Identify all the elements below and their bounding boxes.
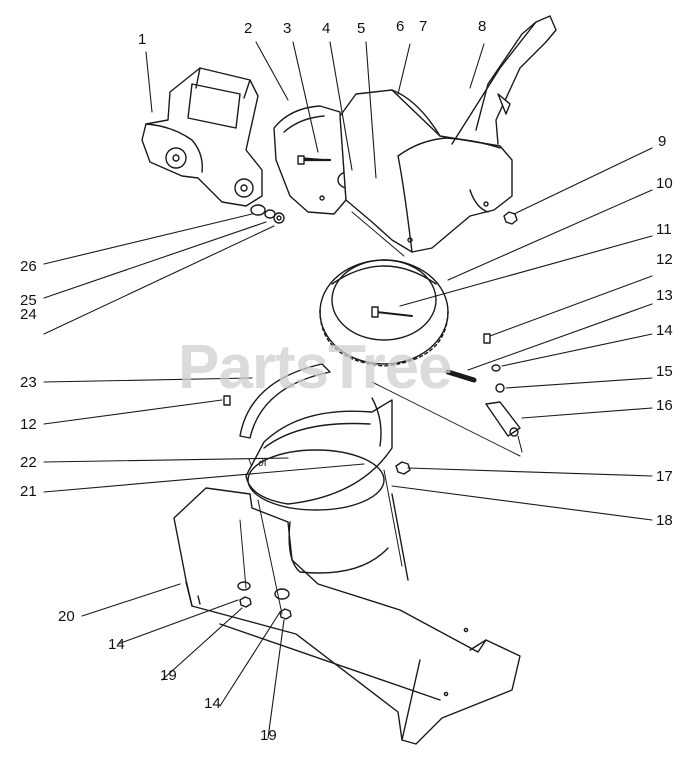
assembly-lines — [239, 211, 523, 615]
watermark-logo: PartsTree — [178, 333, 453, 402]
callout-20: 20 — [58, 608, 75, 625]
callout-12-upper: 12 — [656, 251, 673, 268]
callout-7: 7 — [419, 18, 428, 35]
hardware-24-26 — [250, 204, 285, 224]
callout-2: 2 — [244, 20, 253, 37]
callout-16: 16 — [656, 397, 673, 414]
housing-part — [173, 487, 521, 745]
callout-23: 23 — [20, 374, 37, 391]
nut-17 — [395, 461, 411, 475]
hardware-14-19-lower — [237, 581, 292, 620]
bolt-11 — [371, 306, 413, 318]
callout-24: 24 — [20, 306, 37, 323]
callout-8: 8 — [478, 18, 487, 35]
nut-9 — [503, 211, 518, 225]
upper-chute-part — [339, 15, 557, 253]
chute-base-ring-part — [245, 397, 393, 511]
callout-21: 21 — [20, 483, 37, 500]
callout-19-left: 19 — [160, 667, 177, 684]
callout-13: 13 — [656, 287, 673, 304]
callout-14-lower-left: 14 — [108, 636, 125, 653]
callout-14-right: 14 — [656, 322, 673, 339]
chute-deflector-part — [141, 67, 263, 207]
callout-17: 17 — [656, 468, 673, 485]
callout-12-left: 12 — [20, 416, 37, 433]
callout-14-lower-mid: 14 — [204, 695, 221, 712]
callout-9: 9 — [658, 133, 667, 150]
callout-18: 18 — [656, 512, 673, 529]
callout-4: 4 — [322, 20, 331, 37]
callout-1: 1 — [138, 31, 147, 48]
callout-26: 26 — [20, 258, 37, 275]
callout-19-mid: 19 — [260, 727, 277, 744]
callout-5: 5 — [357, 20, 366, 37]
bracket-23 — [239, 363, 331, 439]
callout-25: 25 — [20, 292, 37, 309]
callout-11: 11 — [656, 221, 672, 238]
callout-10: 10 — [656, 175, 673, 192]
callout-15: 15 — [656, 363, 673, 380]
leader-lines — [43, 41, 653, 739]
callout-3: 3 — [283, 20, 292, 37]
hardware-12-16 — [445, 333, 521, 437]
chute-marking-text: V ∂l — [248, 457, 266, 469]
bolt-12-lower — [223, 395, 231, 406]
callout-22: 22 — [20, 454, 37, 471]
callout-6: 6 — [396, 18, 405, 35]
